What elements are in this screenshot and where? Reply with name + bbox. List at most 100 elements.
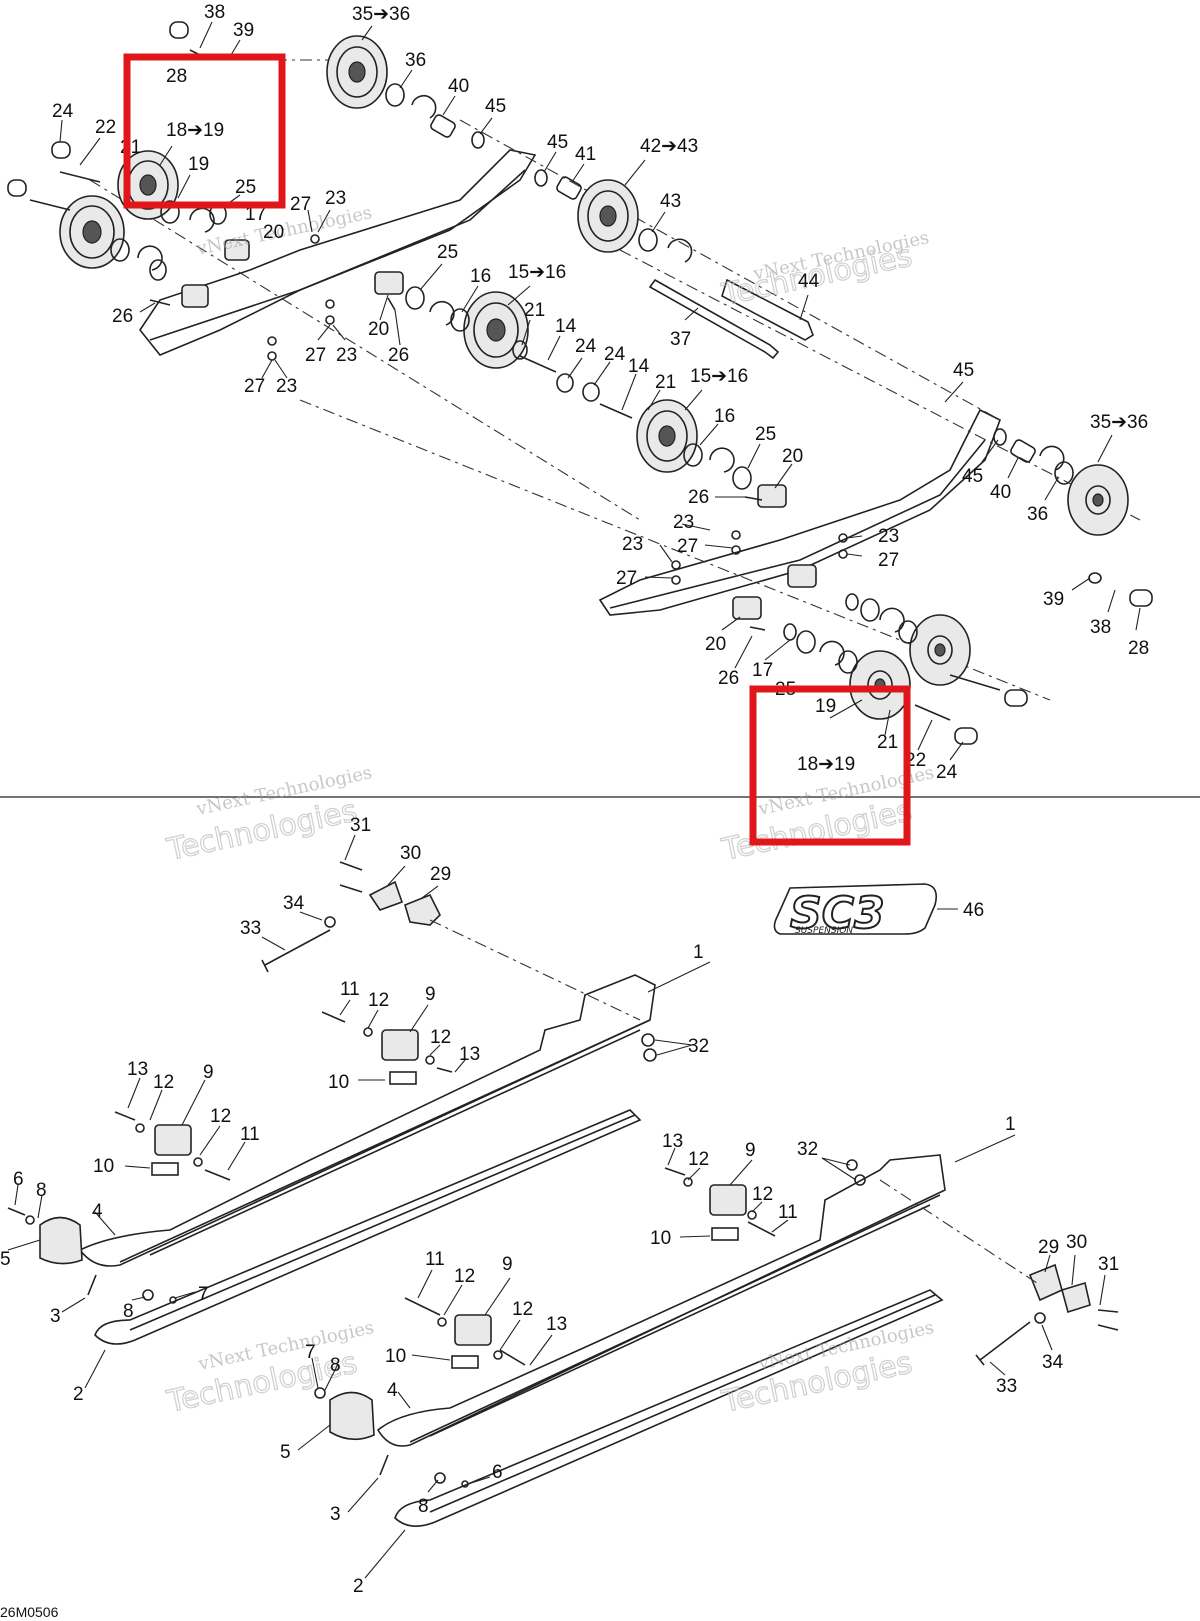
callout-27-mid-b: 27: [244, 376, 265, 397]
callout-25-mid: 25: [437, 242, 458, 263]
leader-lines: [7, 21, 1141, 1579]
callout-17-top: 17: [245, 204, 266, 225]
callout-23-mid-c: 23: [673, 512, 694, 533]
highlight-box-bottom-right: [749, 685, 911, 846]
bolt-33-upper: [261, 929, 331, 973]
callout-11-b: 11: [240, 1124, 260, 1145]
diagram-code: 26M0506: [0, 1604, 59, 1620]
callout-7-b: 7: [305, 1342, 316, 1363]
bumper-5-upper: [39, 1216, 83, 1265]
rail-1-lower: [376, 1154, 946, 1447]
wheel-15-upper: [463, 291, 529, 369]
callout-27-top: 27: [290, 194, 311, 215]
callout-20-lower-right: 20: [705, 634, 726, 655]
callout-31-top: 31: [350, 815, 371, 836]
callout-2-b: 2: [353, 1576, 364, 1597]
idler-wheel-left-outer: [59, 195, 125, 269]
callout-8-d: 8: [418, 1496, 429, 1517]
callout-24-mid-a: 24: [575, 336, 597, 357]
suspension-frame-left: [139, 149, 537, 356]
upper-assembly: [7, 21, 1153, 745]
fasteners-lower: [7, 861, 1119, 1488]
callout-42: 42➔43: [640, 136, 698, 157]
callout-36-top: 36: [405, 50, 426, 71]
callout-16-mid-b: 16: [714, 406, 735, 427]
callout-35-top: 35➔36: [352, 4, 410, 25]
callout-6-b: 6: [492, 1462, 503, 1483]
callout-25-mid-b: 25: [755, 424, 776, 445]
callout-10-b: 10: [93, 1156, 114, 1177]
callout-34-top: 34: [283, 893, 305, 914]
callout-12-f: 12: [752, 1184, 773, 1205]
wheel-42: [577, 179, 639, 253]
spacer-44: [721, 278, 814, 341]
callout-24-top-left: 24: [52, 101, 74, 122]
callout-20-mid: 20: [368, 319, 389, 340]
callout-10-c: 10: [650, 1228, 671, 1249]
callout-3-b: 3: [330, 1504, 341, 1525]
callout-27-mid-a: 27: [305, 345, 326, 366]
callout-24-lower-right: 24: [936, 762, 958, 783]
brackets-29-30: [368, 880, 1091, 1314]
callout-11-d: 11: [425, 1249, 445, 1270]
callout-25-top-left: 25: [235, 177, 256, 198]
callout-19-lower-right: 19: [815, 696, 836, 717]
callout-46: 46: [963, 900, 984, 921]
callout-10-a: 10: [328, 1072, 349, 1093]
callout-35-right: 35➔36: [1090, 412, 1148, 433]
callout-12-g: 12: [454, 1266, 475, 1287]
callout-26-mid-b: 26: [688, 487, 709, 508]
callout-19-top: 19: [188, 154, 209, 175]
callout-45-c: 45: [953, 360, 974, 381]
callout-23-mid-b: 23: [276, 376, 297, 397]
callout-33-bottom: 33: [996, 1376, 1017, 1397]
callout-32-bottom: 32: [797, 1139, 818, 1160]
callout-21-lower-right: 21: [877, 732, 898, 753]
callout-44: 44: [798, 271, 820, 292]
callout-23-top: 23: [325, 188, 346, 209]
callout-12-a: 12: [368, 990, 389, 1011]
callout-31-bottom: 31: [1098, 1254, 1119, 1275]
rail-1-upper: [78, 974, 656, 1267]
callout-13-d: 13: [546, 1314, 567, 1335]
slider-2-lower: [394, 1289, 944, 1527]
callout-41: 41: [575, 144, 596, 165]
highlight-box-top-left: [123, 53, 286, 209]
callout-40-right: 40: [990, 482, 1011, 503]
callout-27-mid-c: 27: [677, 536, 698, 557]
callout-34-bottom: 34: [1042, 1352, 1064, 1373]
callout-18-lower-right: 18➔19: [797, 754, 855, 775]
callout-11-c: 11: [778, 1202, 798, 1223]
callout-17-lower-right: 17: [752, 660, 773, 681]
callout-3-a: 3: [50, 1306, 61, 1327]
callout-5-b: 5: [280, 1442, 291, 1463]
callout-4-b: 4: [387, 1380, 398, 1401]
wheel-15-lower: [636, 399, 698, 473]
callout-12-e: 12: [688, 1149, 709, 1170]
bumper-5-lower: [329, 1391, 375, 1441]
callout-8-c: 8: [330, 1355, 341, 1376]
callout-39-right: 39: [1043, 589, 1064, 610]
callout-8-b: 8: [123, 1301, 134, 1322]
logo-text: SC3: [790, 888, 885, 939]
callout-11-a: 11: [340, 979, 360, 1000]
callout-45-b: 45: [547, 132, 568, 153]
shaft-37: [648, 278, 780, 360]
callout-24-mid-b: 24: [604, 344, 626, 365]
callout-30-bottom: 30: [1066, 1232, 1087, 1253]
logo-subtext: SUSPENSION: [795, 926, 853, 936]
callout-4-a: 4: [92, 1201, 103, 1222]
callout-21-mid: 21: [524, 300, 545, 321]
callout-12-c: 12: [153, 1072, 174, 1093]
bolts-upper: [29, 49, 1001, 721]
callout-12-d: 12: [210, 1106, 231, 1127]
callout-8-a: 8: [36, 1180, 47, 1201]
callout-10-d: 10: [385, 1346, 406, 1367]
callout-5-a: 5: [0, 1249, 11, 1270]
callout-22-top-left: 22: [95, 117, 116, 138]
callout-45-d: 45: [962, 466, 983, 487]
wheel-35-top: [326, 35, 388, 109]
callout-40-top: 40: [448, 76, 469, 97]
callout-29-bottom: 29: [1038, 1237, 1059, 1258]
